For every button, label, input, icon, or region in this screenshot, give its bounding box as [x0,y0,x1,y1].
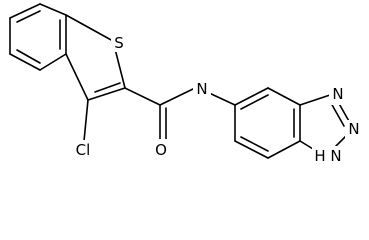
bond [9,53,41,71]
double-bond-inner [240,136,269,152]
bond [39,53,67,71]
atom-label-oxygen: O [155,141,167,159]
bond-double-outer [330,102,345,127]
amide-group [124,87,236,141]
molecule-diagram: S Cl O N N N H N [9,3,363,166]
bond [65,53,89,101]
double-bond-inner [16,49,41,64]
bond-c3-cl [83,99,89,142]
atom-label-triazole-n2: N [348,120,359,138]
benzotriazole-benzene-ring [234,87,301,159]
atom-label-nh-h: H [314,147,325,165]
bond [9,3,41,19]
bond-c2-carbonyl [124,87,161,106]
bond [299,94,331,106]
atom-labels: S Cl O N N N H N [70,34,363,166]
bond [39,3,67,16]
atom-label-triazole-n3: N [332,85,343,103]
atom-label-chlorine: Cl [76,141,91,159]
double-bond-inner [16,10,41,23]
thiophene-ring [65,14,126,101]
bond [234,87,269,106]
bond [87,87,126,101]
bond [267,87,301,106]
double-bond-inner [94,82,121,93]
double-bond-inner [240,94,269,110]
atom-label-amide-nitrogen: N [196,80,207,98]
benzothiophene-benzene-ring [9,3,67,71]
bond [65,14,114,42]
atom-label-nh-n: N [330,147,341,165]
atom-label-sulfur: S [114,34,124,52]
bond-n-aryl [206,91,236,106]
bond [267,140,301,159]
bond [234,140,269,159]
bond-carbonyl-n [159,87,196,106]
